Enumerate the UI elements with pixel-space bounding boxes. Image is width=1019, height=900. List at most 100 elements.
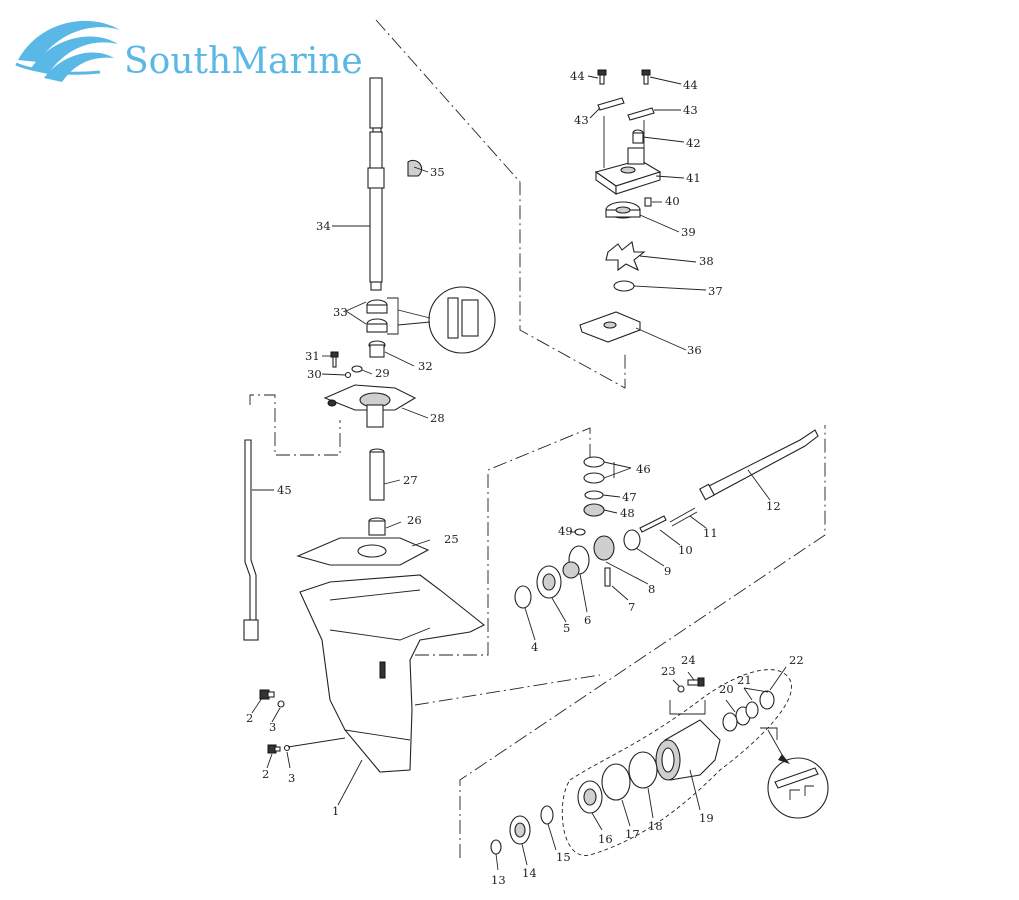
clutch-9 [623,529,641,551]
water-tube [369,448,385,501]
plate-43-left [597,97,625,111]
label-43b: 43 [683,103,698,117]
upper-housing [323,384,417,428]
label-45: 45 [277,483,292,497]
label-33: 33 [333,305,348,319]
seal-21 [745,690,775,719]
label-39: 39 [681,225,696,239]
gear-46-47-48 [583,456,605,517]
washer-23 [677,685,685,693]
label-8: 8 [648,582,655,596]
label-35: 35 [430,165,445,179]
label-30: 30 [307,367,322,381]
gear-14 [509,815,531,845]
seal-29 [351,365,363,373]
bolt-31 [330,351,339,368]
label-19: 19 [699,811,714,825]
brand-name: SouthMarine [124,41,363,82]
pin-10 [639,515,667,533]
nut-49 [574,528,586,536]
oring-37 [613,280,635,292]
label-42: 42 [686,136,701,150]
bearing-16 [577,780,603,814]
shim-13 [490,839,502,855]
bolt-24 [687,677,705,687]
liner-39 [605,201,641,219]
label-3a: 3 [269,720,276,734]
washer-3-top [277,700,285,708]
label-11: 11 [703,526,718,540]
label-48: 48 [620,506,635,520]
shift-rod [243,439,259,641]
propeller-shaft [699,429,819,501]
label-29: 29 [375,366,390,380]
bolt-44-right [641,69,651,85]
screw-2-bottom [267,744,281,754]
label-10: 10 [678,543,693,557]
label-28: 28 [430,411,445,425]
label-40: 40 [665,194,680,208]
label-1: 1 [332,804,339,818]
label-27: 27 [403,473,418,487]
key-40 [644,197,652,207]
clutch-8 [593,535,615,561]
oring-18 [628,751,658,789]
label-44b: 44 [683,78,698,92]
bolt-44-left [597,69,607,85]
label-5: 5 [563,621,570,635]
carrier-19 [655,719,721,781]
label-2a: 2 [246,711,253,725]
label-18: 18 [648,819,663,833]
label-24: 24 [681,653,696,667]
wave-logo-icon [15,20,120,82]
label-20: 20 [719,682,734,696]
gearcase [299,574,486,773]
label-26: 26 [407,513,422,527]
label-31: 31 [305,349,320,363]
label-49: 49 [558,524,573,538]
grommet-42 [632,129,644,144]
label-22: 22 [789,653,804,667]
label-44a: 44 [570,69,585,83]
label-41: 41 [686,171,701,185]
label-23: 23 [661,664,676,678]
impeller-38 [605,241,646,272]
label-4: 4 [531,640,538,654]
screw-2-top [259,689,275,700]
label-15: 15 [556,850,571,864]
seal-detail-callout [767,729,829,819]
label-38: 38 [699,254,714,268]
plate-36 [579,311,641,343]
label-6: 6 [584,613,591,627]
washer-15 [540,805,554,825]
bearing-detail-callout [397,286,496,354]
label-13: 13 [491,873,506,887]
label-32: 32 [418,359,433,373]
label-21: 21 [737,673,752,687]
label-16: 16 [598,832,613,846]
woodruff-key [407,159,423,177]
label-25: 25 [444,532,459,546]
label-9: 9 [664,564,671,578]
guide-lines [249,19,826,858]
bushing [368,340,386,358]
label-3b: 3 [288,771,295,785]
shim-4 [514,585,532,609]
label-43a: 43 [574,113,589,127]
pump-housing [594,147,662,196]
label-12: 12 [766,499,781,513]
label-46: 46 [636,462,651,476]
spring-11 [669,507,698,527]
washer-30 [344,371,352,379]
gear-6 [562,545,590,579]
collar-26 [368,517,386,536]
drive-shaft [367,77,385,291]
label-17: 17 [625,827,640,841]
label-36: 36 [687,343,702,357]
brand-logo: SouthMarine [15,20,363,82]
washer-3-bottom [283,744,291,752]
label-37: 37 [708,284,723,298]
label-2b: 2 [262,767,269,781]
label-7: 7 [628,600,635,614]
